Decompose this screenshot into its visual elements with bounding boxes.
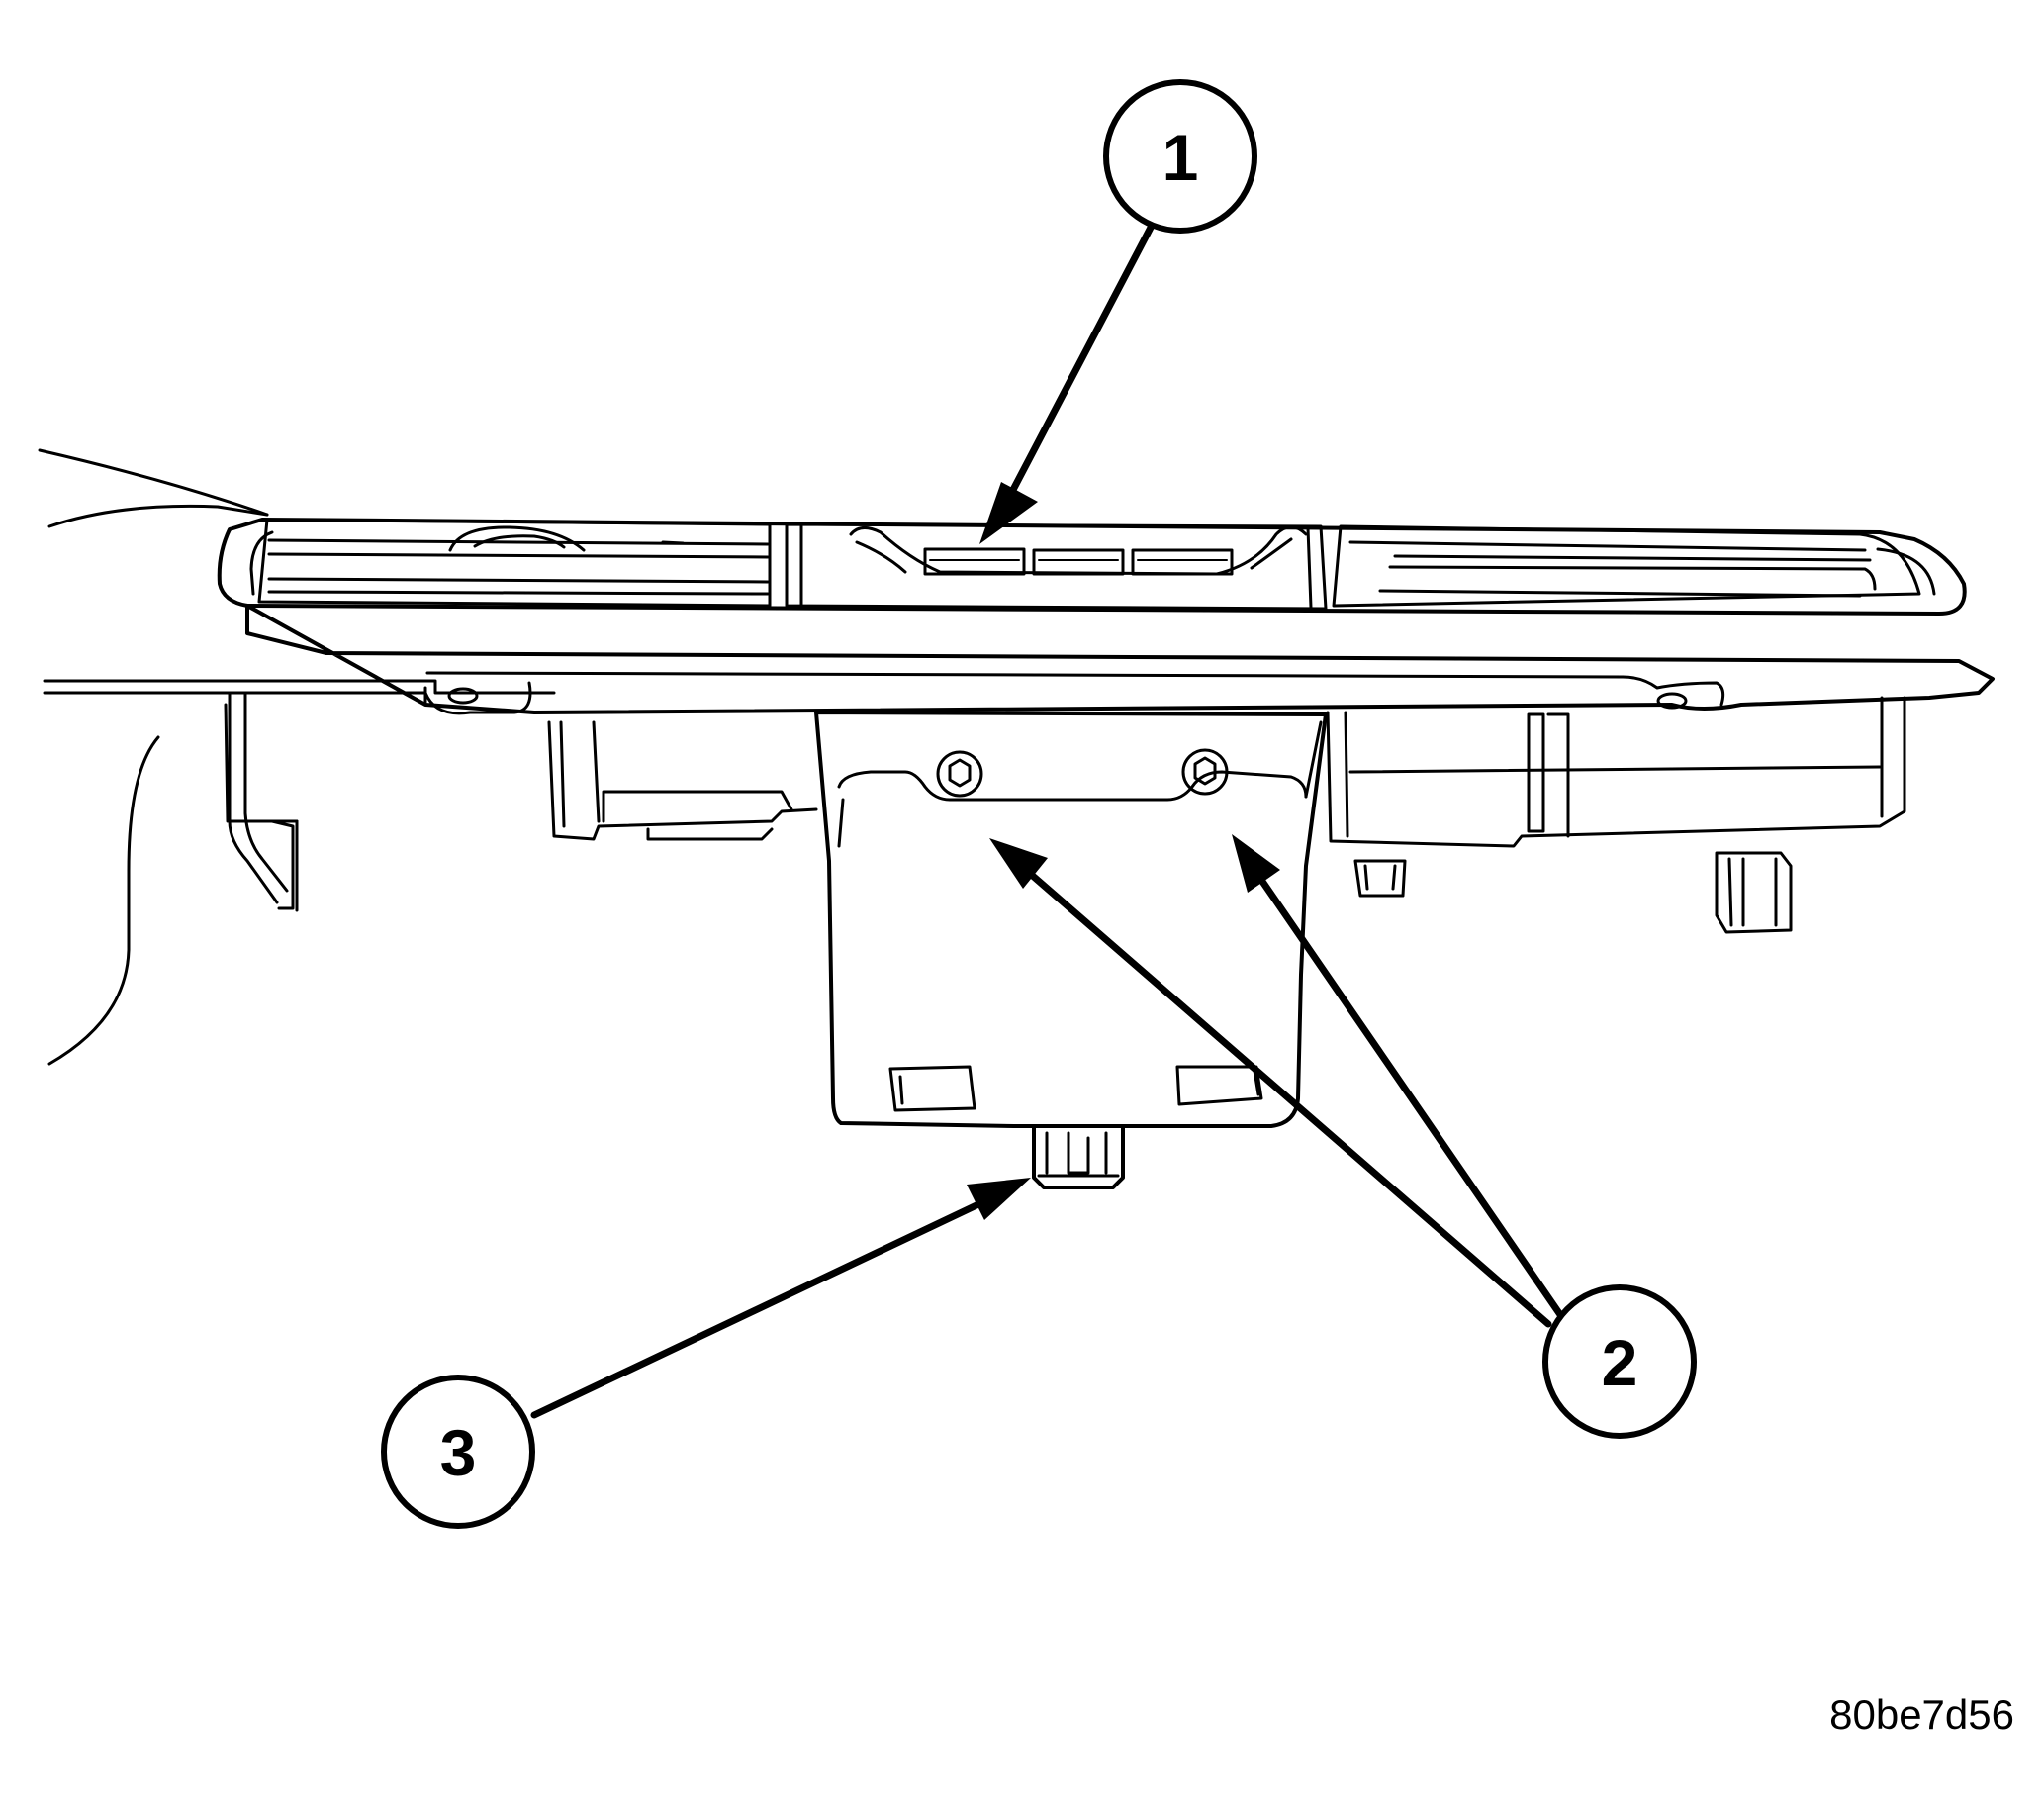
left-air-vent: [257, 518, 772, 608]
module-connector: [1032, 1124, 1125, 1189]
switch-button-right: [1131, 548, 1234, 576]
right-clip-small: [1353, 859, 1407, 898]
arrowhead-1: [979, 482, 1038, 544]
arrowhead-2b: [1232, 834, 1280, 893]
arrowhead-3: [967, 1178, 1031, 1220]
center-switch-bezel: [785, 522, 1328, 611]
instrument-panel-assembly: [38, 448, 1995, 1066]
callout-3-label: 3: [440, 1416, 477, 1489]
module-screw-left: [936, 750, 983, 798]
switch-button-center: [1032, 548, 1125, 576]
right-mounting-tab: [1621, 675, 1725, 710]
callout-1-label: 1: [1162, 121, 1199, 194]
right-air-vent: [1332, 524, 1921, 608]
module-screw-right: [1181, 748, 1229, 796]
arrowhead-2a: [989, 838, 1048, 889]
callout-2-label: 2: [1602, 1326, 1638, 1399]
leader-lines: [530, 220, 1565, 1419]
callout-3: 3: [381, 1375, 535, 1529]
callout-2: 2: [1542, 1284, 1697, 1439]
right-clip-large: [1715, 851, 1793, 934]
switch-button-left: [923, 547, 1026, 576]
figure-id: 80be7d56: [1829, 1691, 2014, 1738]
left-mounting-tab: [447, 687, 479, 705]
control-module: [814, 711, 1328, 1189]
callout-1: 1: [1103, 79, 1257, 234]
